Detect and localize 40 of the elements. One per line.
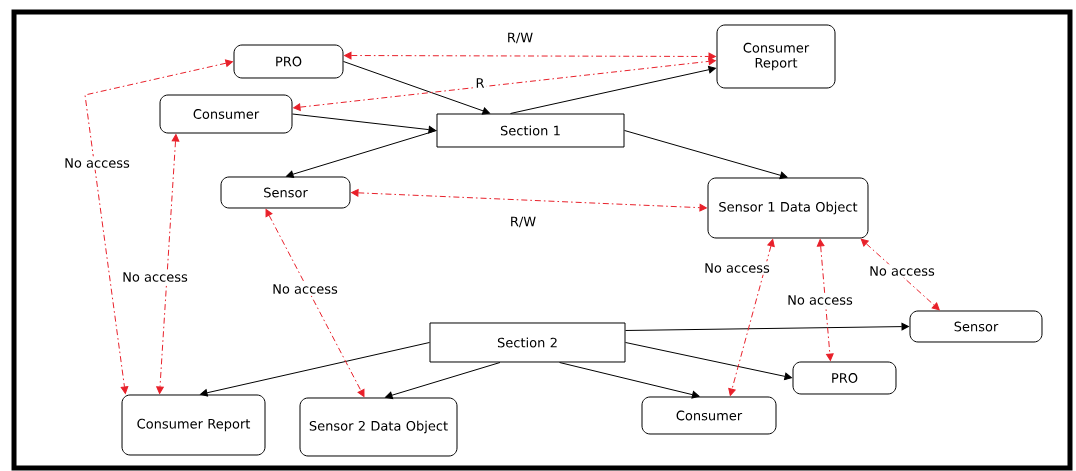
edge-label: R xyxy=(473,76,487,90)
access-arrow xyxy=(265,209,365,397)
edge-label: No access xyxy=(62,156,132,170)
access-arrow xyxy=(84,59,233,394)
arrow xyxy=(510,65,716,114)
arrow xyxy=(343,61,490,115)
access-arrow xyxy=(728,239,775,396)
rounded-box: PRO xyxy=(233,44,344,79)
edge-label: No access xyxy=(785,293,855,307)
edge-label: No access xyxy=(867,264,937,278)
access-arrow xyxy=(816,239,834,361)
rounded-box: Consumer xyxy=(159,94,293,134)
access-arrow xyxy=(293,57,716,111)
rounded-box: Consumer Report xyxy=(121,394,266,456)
edge-label: No access xyxy=(270,282,340,296)
access-arrow xyxy=(344,51,716,61)
section-box: Section 1 xyxy=(436,113,625,148)
access-arrow xyxy=(351,189,707,212)
edge-label: R/W xyxy=(504,30,536,46)
arrow xyxy=(625,322,909,331)
access-arrow xyxy=(860,238,940,311)
access-arrow xyxy=(156,134,180,394)
rounded-box: Consumer xyxy=(641,396,777,435)
rounded-box: PRO xyxy=(792,361,897,395)
arrow xyxy=(559,362,700,399)
section-box: Section 2 xyxy=(429,322,626,363)
edge-label: R/W xyxy=(507,214,539,230)
edge-label: No access xyxy=(120,270,190,284)
arrow xyxy=(286,130,437,178)
rounded-box: Sensor xyxy=(220,176,351,209)
arrow xyxy=(292,113,436,134)
rounded-box: Consumer Report xyxy=(716,24,836,89)
rounded-box: Sensor xyxy=(909,310,1043,343)
arrow xyxy=(625,342,792,381)
arrow xyxy=(200,342,430,397)
arrow xyxy=(385,362,501,399)
rounded-box: Sensor 2 Data Object xyxy=(299,397,458,457)
arrow xyxy=(624,130,788,180)
rounded-box: Sensor 1 Data Object xyxy=(707,177,869,239)
edge-label: No access xyxy=(702,261,772,275)
